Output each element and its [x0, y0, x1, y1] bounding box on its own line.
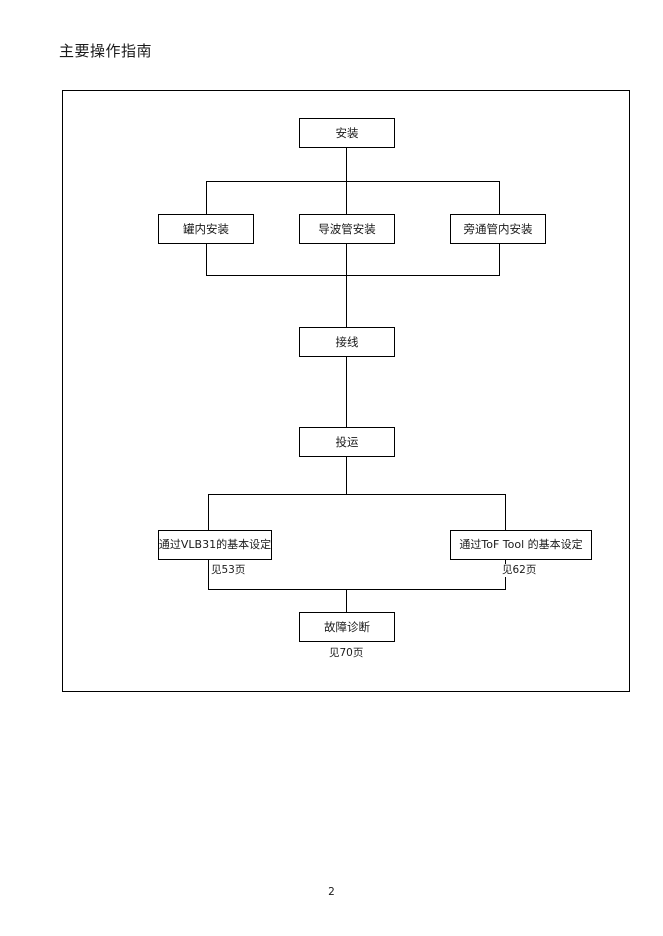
page-ref-vlb31: 见53页 — [209, 564, 248, 577]
connector-waveguide-down — [346, 244, 347, 275]
connector-branch-bus-top — [206, 181, 499, 182]
node-install-label: 安装 — [335, 126, 359, 140]
connector-merge-to-wiring — [346, 275, 347, 327]
node-bypass-install-label: 旁通管内安装 — [463, 222, 533, 236]
connector-install-down — [346, 148, 347, 181]
page-ref-toftool: 见62页 — [500, 564, 539, 577]
node-fault-diagnosis-label: 故障诊断 — [324, 620, 370, 634]
node-install[interactable]: 安装 — [299, 118, 395, 148]
node-commissioning[interactable]: 投运 — [299, 427, 395, 457]
connector-in-tank-down — [206, 244, 207, 275]
node-commissioning-label: 投运 — [335, 435, 359, 449]
node-bypass-install[interactable]: 旁通管内安装 — [450, 214, 546, 244]
node-waveguide-install-label: 导波管安装 — [318, 222, 376, 236]
node-setup-vlb31[interactable]: 通过VLB31的基本设定 — [158, 530, 272, 560]
page-title: 主要操作指南 — [59, 42, 153, 60]
diagram-frame: 安装 罐内安装 导波管安装 旁通管内安装 接线 投运 通过VLB31的基本设定 — [62, 90, 630, 692]
node-wiring[interactable]: 接线 — [299, 327, 395, 357]
connector-branch-to-in-tank — [206, 181, 207, 214]
page-number: 2 — [328, 886, 335, 898]
node-wiring-label: 接线 — [335, 335, 359, 349]
connector-commissioning-down — [346, 457, 347, 494]
connector-bypass-down — [499, 244, 500, 275]
connector-merge-bus-top — [206, 275, 500, 276]
connector-branch-bus-bottom — [208, 494, 505, 495]
node-waveguide-install[interactable]: 导波管安装 — [299, 214, 395, 244]
connector-vlb31-down — [208, 560, 209, 589]
node-setup-vlb31-label: 通过VLB31的基本设定 — [158, 538, 272, 551]
page-ref-diagnosis: 见70页 — [327, 647, 366, 660]
connector-branch-to-bypass — [499, 181, 500, 214]
connector-branch-to-toftool — [505, 494, 506, 530]
flowchart: 安装 罐内安装 导波管安装 旁通管内安装 接线 投运 通过VLB31的基本设定 — [63, 91, 629, 691]
node-in-tank-install[interactable]: 罐内安装 — [158, 214, 254, 244]
connector-merge-to-diagnosis — [346, 589, 347, 612]
node-fault-diagnosis[interactable]: 故障诊断 — [299, 612, 395, 642]
node-setup-toftool-label: 通过ToF Tool 的基本设定 — [459, 538, 583, 551]
connector-branch-to-waveguide — [346, 181, 347, 214]
node-setup-toftool[interactable]: 通过ToF Tool 的基本设定 — [450, 530, 592, 560]
connector-merge-bus-bottom — [208, 589, 506, 590]
connector-wiring-to-commissioning — [346, 357, 347, 427]
connector-branch-to-vlb31 — [208, 494, 209, 530]
node-in-tank-install-label: 罐内安装 — [183, 222, 229, 236]
